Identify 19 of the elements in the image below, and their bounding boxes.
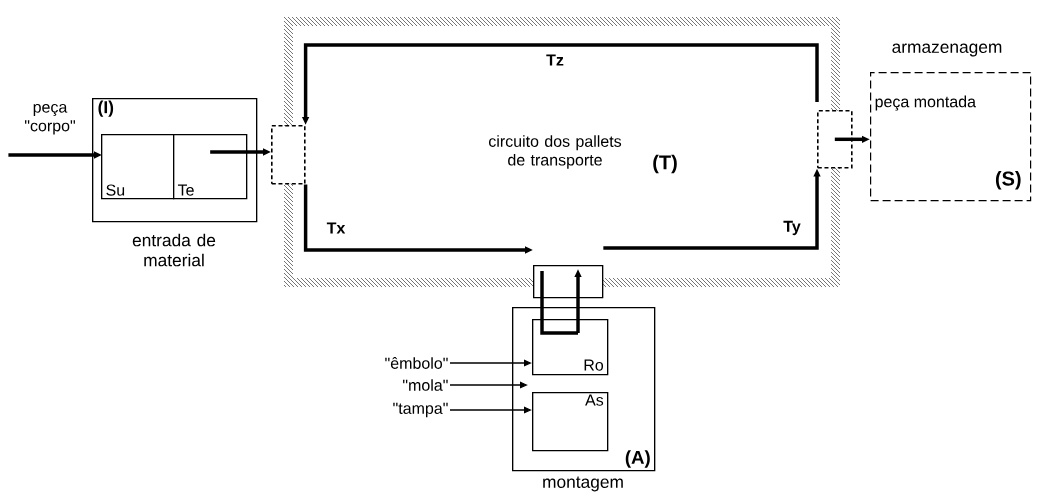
edge-label: Tx <box>325 221 347 235</box>
process-box: Ro <box>532 319 609 376</box>
input-label: "êmbolo" <box>385 357 448 369</box>
circuit-frame: circuito dos pallets de transporte (T) <box>489 135 677 174</box>
edge-label: Ty <box>781 219 803 237</box>
transfer-station <box>271 125 306 185</box>
transfer-station <box>817 110 853 169</box>
node-label: entrada de material <box>132 233 216 267</box>
storage-box: peça montada (S) <box>870 72 1032 202</box>
edge-label: Tz <box>544 53 566 67</box>
transfer-station <box>533 265 604 299</box>
process-box: Su <box>101 134 175 200</box>
node-label: montagem <box>543 476 623 492</box>
input-label: peça "corpo" <box>25 103 75 135</box>
input-label: "tampa" <box>393 402 448 418</box>
node-label: armazenagem <box>892 43 1002 57</box>
input-label: "mola" <box>403 379 448 391</box>
process-box: As <box>532 392 609 452</box>
process-box: Te <box>173 134 248 200</box>
